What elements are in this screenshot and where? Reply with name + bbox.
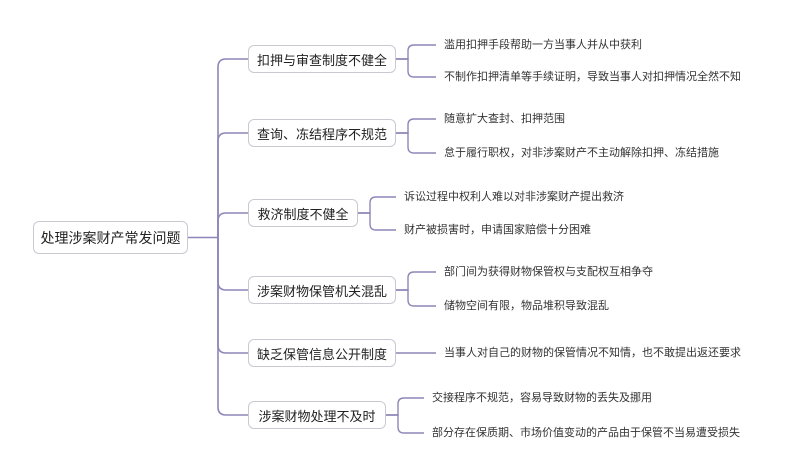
leaf-topic[interactable]: 储物空间有限，物品堆积导致混乱 bbox=[444, 299, 609, 312]
leaf-topic[interactable]: 不制作扣押清单等手续证明，导致当事人对扣押情况全然不知 bbox=[444, 70, 741, 83]
branch-topic[interactable]: 涉案财物保管机关混乱 bbox=[248, 276, 396, 304]
leaf-topic[interactable]: 怠于履行职权，对非涉案财产不主动解除扣押、冻结措施 bbox=[444, 146, 719, 159]
leaf-topic[interactable]: 部门间为获得财物保管权与支配权互相争夺 bbox=[444, 265, 653, 278]
leaf-topic[interactable]: 交接程序不规范，容易导致财物的丢失及挪用 bbox=[432, 391, 652, 404]
branch-topic[interactable]: 缺乏保管信息公开制度 bbox=[248, 339, 396, 367]
leaf-topic[interactable]: 滥用扣押手段帮助一方当事人并从中获利 bbox=[444, 38, 642, 51]
root-topic[interactable]: 处理涉案财产常发问题 bbox=[33, 221, 188, 254]
leaf-topic[interactable]: 诉讼过程中权利人难以对非涉案财产提出救济 bbox=[404, 190, 624, 203]
leaf-topic[interactable]: 财产被损害时，申请国家赔偿十分困难 bbox=[404, 223, 591, 236]
branch-topic[interactable]: 涉案财物处理不及时 bbox=[248, 401, 386, 429]
leaf-topic[interactable]: 当事人对自己的财物的保管情况不知情，也不敢提出返还要求 bbox=[444, 346, 741, 359]
leaf-topic[interactable]: 随意扩大查封、扣押范围 bbox=[444, 112, 565, 125]
branch-topic[interactable]: 扣押与审查制度不健全 bbox=[248, 45, 396, 73]
leaf-topic[interactable]: 部分存在保质期、市场价值变动的产品由于保管不当易遭受损失 bbox=[432, 426, 740, 439]
branch-topic[interactable]: 查询、冻结程序不规范 bbox=[248, 119, 396, 147]
branch-topic[interactable]: 救济制度不健全 bbox=[248, 199, 358, 227]
